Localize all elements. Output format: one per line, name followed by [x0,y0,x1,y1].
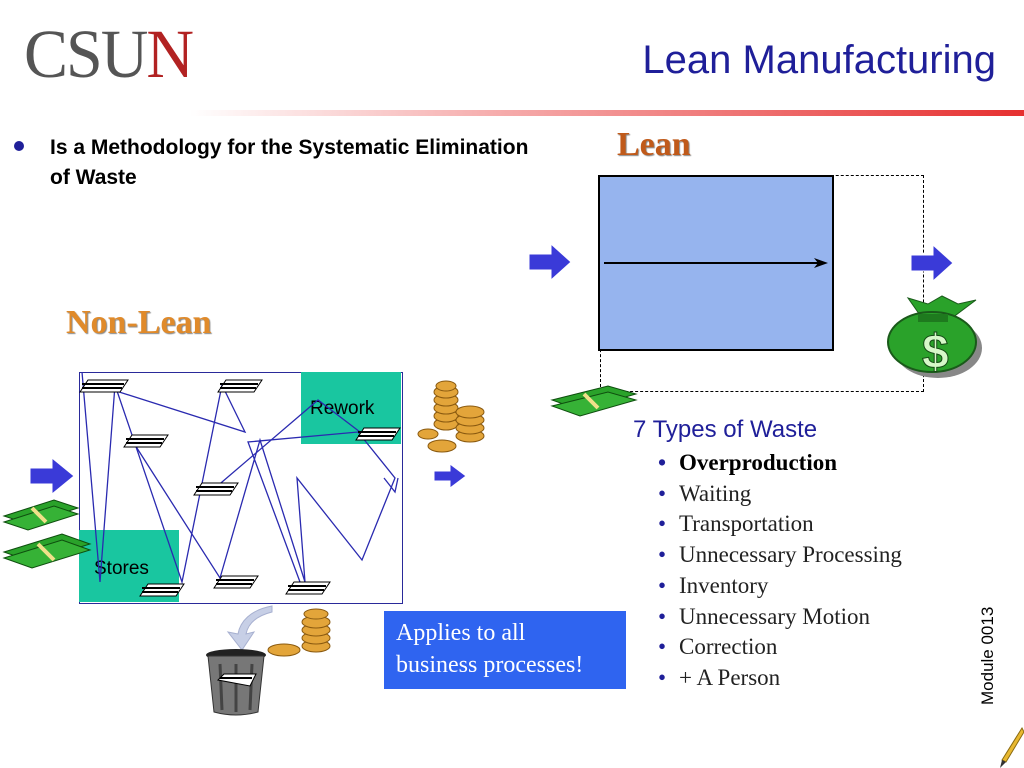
paper-stack-icon [285,581,331,595]
module-number: Module 0013 [978,606,997,705]
waste-heading: 7 Types of Waste [633,416,818,443]
title-divider [190,110,1024,116]
paper-stack-icon [217,379,263,393]
non-lean-label: Non-Lean [66,304,212,341]
rework-label: Rework [310,398,375,419]
waste-item: Unnecessary Motion [658,602,902,633]
lean-input-arrow-icon [528,242,572,282]
curved-arrow-icon [226,605,273,651]
waste-item: + A Person [658,663,902,694]
pencil-icon [1000,726,1024,768]
callout-line-2: business processes! [396,652,584,678]
paper-stack-icon [213,575,259,589]
logo-prefix: CSU [24,16,148,93]
callout-line-1: Applies to all [396,620,526,646]
svg-text:$: $ [922,326,949,379]
cash-stack-icon [2,533,92,569]
non-lean-input-arrow-icon [29,456,75,496]
non-lean-output-arrow-icon [433,463,467,489]
waste-item: Inventory [658,571,902,602]
waste-item: Unnecessary Processing [658,540,902,571]
bullet-text: Is a Methodology for the Systematic Elim… [50,136,529,189]
cash-stack-icon [2,499,80,531]
waste-item: Overproduction [658,448,902,479]
coin-stack-icon [417,380,485,453]
bullet-dot [14,141,24,151]
logo-suffix: N [146,16,194,93]
paper-stack-icon [123,434,169,448]
paper-stack-icon [193,482,239,496]
callout-box: Applies to all business processes! [384,611,626,689]
paper-stack-icon [139,583,185,597]
cash-stack-icon [550,385,638,417]
lean-flow-arrow [604,258,828,268]
waste-item: Waiting [658,479,902,510]
csun-logo: CSUN [24,20,194,89]
money-bag-icon: $ [887,295,982,380]
waste-list: Overproduction Waiting Transportation Un… [658,448,902,694]
lean-output-arrow-icon [910,243,954,283]
paper-stack-icon [355,427,401,441]
stores-label: Stores [94,558,149,579]
paper-stack-icon [79,379,129,393]
lean-label: Lean [617,126,691,163]
waste-item: Correction [658,632,902,663]
coin-stack-icon [267,608,331,657]
waste-item: Transportation [658,509,902,540]
trash-can-icon [206,649,266,716]
slide-title: Lean Manufacturing [642,38,996,82]
